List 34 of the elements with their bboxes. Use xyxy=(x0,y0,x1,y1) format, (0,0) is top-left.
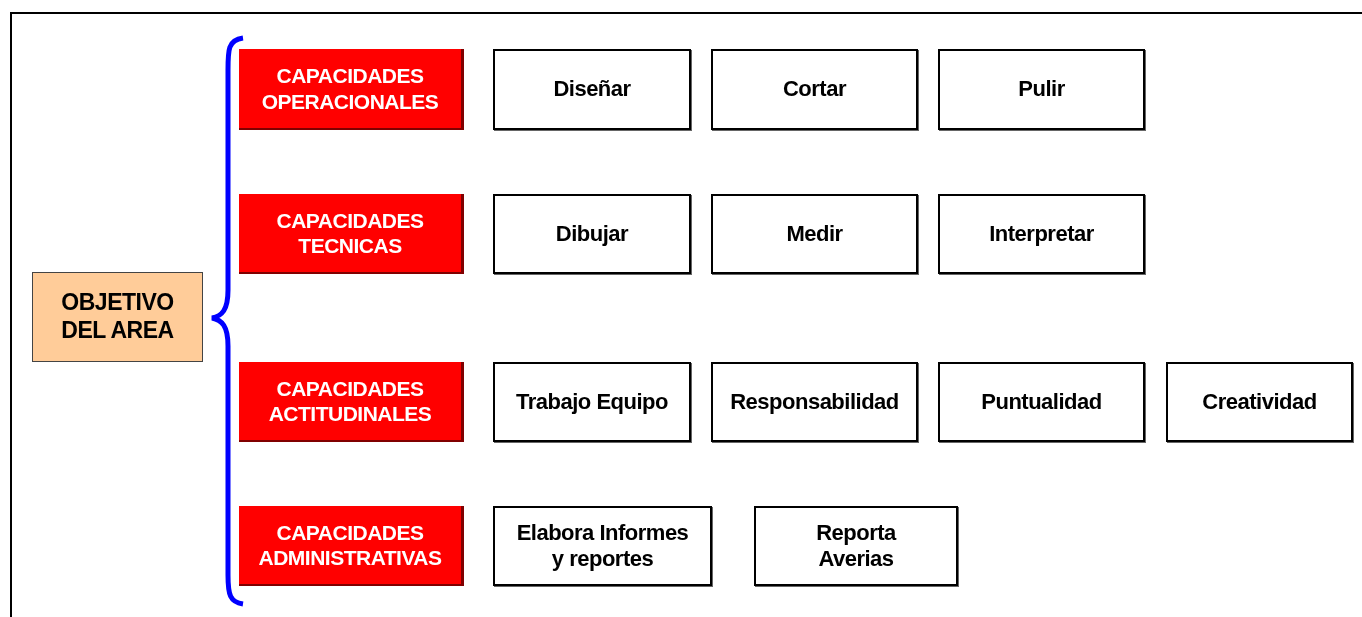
skill-box xyxy=(711,362,918,442)
box-label: Cortar xyxy=(783,76,846,103)
skill-box xyxy=(493,362,691,442)
box-label: OBJETIVO DEL AREA xyxy=(60,289,175,345)
skill-box xyxy=(711,194,918,274)
box-label: Medir xyxy=(786,220,843,248)
box-label: Creatividad xyxy=(1202,388,1317,416)
category-box xyxy=(239,506,464,586)
box-label: Responsabilidad xyxy=(730,388,899,416)
skill-box xyxy=(938,194,1145,274)
category-box xyxy=(239,194,464,274)
skill-box xyxy=(938,362,1145,442)
skill-box xyxy=(711,49,918,130)
box-label: Interpretar xyxy=(989,220,1094,248)
skill-box xyxy=(493,49,691,130)
box-label: Pulir xyxy=(1018,76,1065,103)
box-label: Reporta Averias xyxy=(815,519,898,573)
goal-box xyxy=(32,272,203,362)
box-label: Puntualidad xyxy=(981,388,1102,416)
box-label: CAPACIDADES ACTITUDINALES xyxy=(267,375,433,427)
box-label: Elabora Informes y reportes xyxy=(515,519,690,573)
skill-box xyxy=(1166,362,1353,442)
category-box xyxy=(239,49,464,130)
skill-box xyxy=(493,194,691,274)
box-label: Diseñar xyxy=(553,76,631,103)
box-label: Dibujar xyxy=(555,220,629,248)
box-label: CAPACIDADES ADMINISTRATIVAS xyxy=(257,519,443,571)
skill-box xyxy=(754,506,958,586)
skill-box xyxy=(938,49,1145,130)
box-label: Trabajo Equipo xyxy=(516,388,668,416)
box-label: CAPACIDADES OPERACIONALES xyxy=(260,63,440,114)
box-label: CAPACIDADES TECNICAS xyxy=(275,207,425,259)
skill-box xyxy=(493,506,712,586)
category-box xyxy=(239,362,464,442)
